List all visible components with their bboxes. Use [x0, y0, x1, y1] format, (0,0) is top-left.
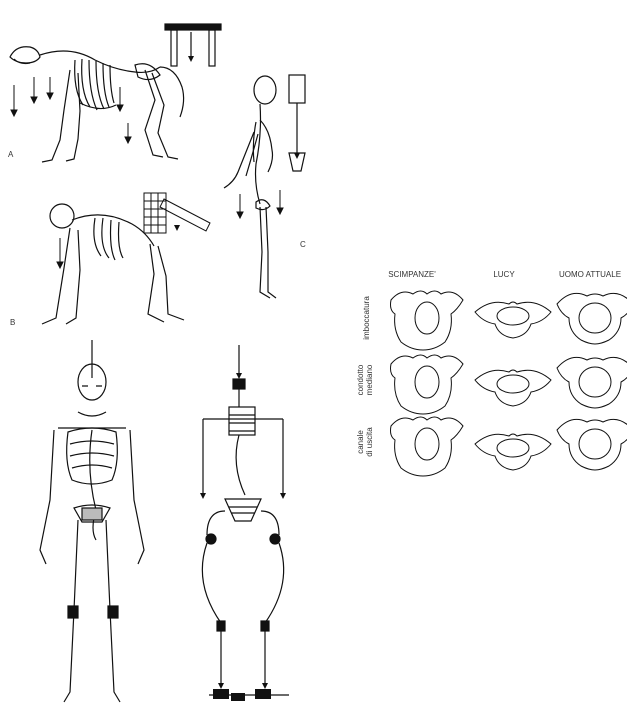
- table-load-schematic: [163, 22, 225, 70]
- row-header-midplane-line1: condotto: [356, 350, 365, 410]
- row-header-outlet-line2: di uscita: [365, 412, 374, 472]
- column-header-lucy: LUCY: [464, 270, 544, 279]
- row-header-inlet-line1: imboccatura: [362, 288, 371, 348]
- row-header-inlet: imboccatura: [362, 288, 371, 348]
- row-header-midplane-line2: mediano: [365, 350, 374, 410]
- panel-label-b: B: [10, 318, 16, 327]
- column-header-chimpanzee: SCIMPANZE': [372, 270, 452, 279]
- pelvis-human-outlet: [557, 419, 627, 470]
- column-header-modern-human: UOMO ATTUALE: [550, 270, 628, 279]
- column-load-schematic: [283, 73, 313, 178]
- mechanical-load-schematic: [195, 343, 295, 708]
- pelvis-lucy-midplane: [475, 370, 551, 406]
- pelvis-lucy-outlet: [475, 434, 551, 470]
- pelvis-comparison-grid: [375, 280, 627, 480]
- pelvis-human-midplane: [557, 357, 627, 408]
- frontal-human-skeleton-illustration: [30, 340, 150, 708]
- pelvis-human-inlet: [557, 293, 627, 344]
- row-header-outlet-line1: canale: [356, 412, 365, 472]
- row-header-midplane: condotto mediano: [356, 350, 374, 410]
- pelvis-chimp-midplane: [391, 355, 464, 414]
- row-header-outlet: canale di uscita: [356, 412, 374, 472]
- pelvis-chimp-inlet: [391, 291, 464, 350]
- pelvis-lucy-inlet: [475, 302, 551, 338]
- pelvis-chimp-outlet: [391, 417, 464, 476]
- wall-beam-schematic: [140, 185, 215, 240]
- panel-label-a: A: [8, 150, 14, 159]
- panel-label-c: C: [300, 240, 306, 249]
